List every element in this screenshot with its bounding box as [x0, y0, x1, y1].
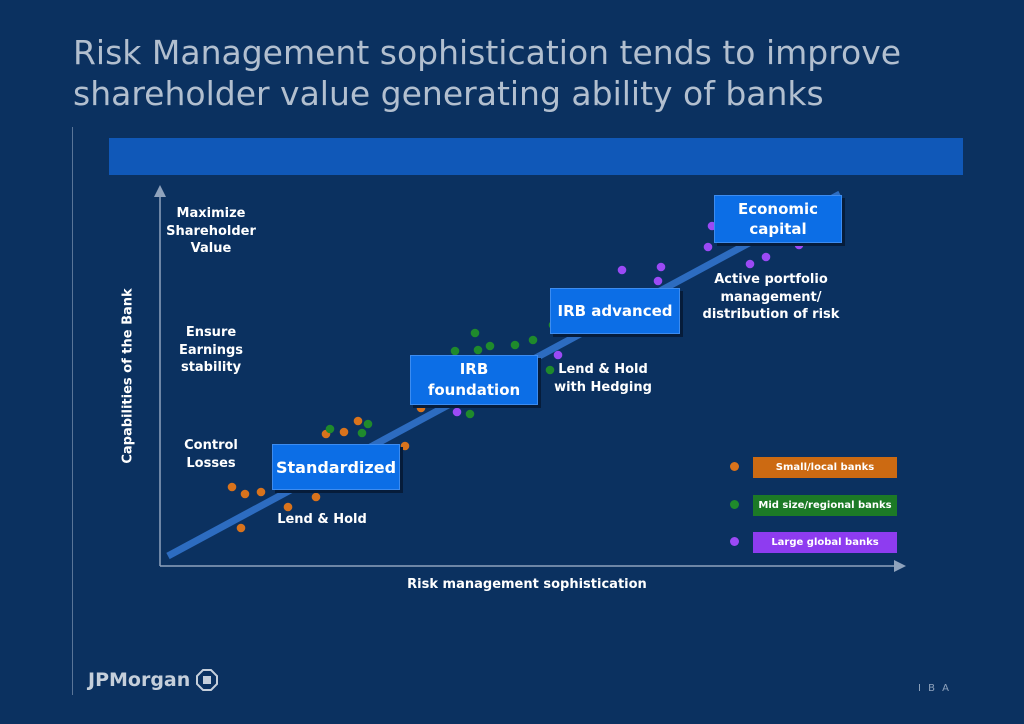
slide-title: Risk Management sophistication tends to …: [73, 32, 973, 114]
mid-bank-dot: [325, 424, 335, 434]
legend-dot-mid-banks: [730, 500, 739, 509]
large-bank-dot: [653, 276, 663, 286]
small-bank-dot: [283, 502, 293, 512]
stage-label: Economic: [737, 200, 819, 218]
small-bank-dot: [227, 482, 237, 492]
strategy-text: management/: [720, 289, 822, 305]
level-text: Control: [184, 438, 238, 453]
strategy-text: Lend & Hold: [558, 362, 648, 377]
legend-item-small-banks: Small/local banks: [753, 457, 897, 478]
small-bank-dot: [256, 487, 266, 497]
strategy-lend-hold-hedging: Lend & Hold with Hedging: [548, 361, 658, 396]
strategy-active-portfolio: Active portfolio management/ distributio…: [700, 271, 842, 324]
stage-label: capital: [749, 220, 807, 238]
large-bank-dot: [553, 350, 563, 360]
mid-bank-dot: [485, 341, 495, 351]
level-text: Value: [190, 241, 232, 256]
large-bank-dot: [745, 259, 755, 269]
stage-standardized: Standardized: [272, 444, 400, 490]
stage-economic-capital: Economic capital: [714, 195, 842, 243]
small-bank-dot: [416, 403, 426, 413]
small-bank-dot: [236, 523, 246, 533]
level-maximize-value: Maximize Shareholder Value: [160, 205, 262, 258]
mid-bank-dot: [473, 345, 483, 355]
jpmorgan-octagon-icon: [196, 669, 219, 691]
level-text: Losses: [186, 455, 236, 471]
large-bank-dot: [703, 242, 713, 252]
jpmorgan-logo: JPMorgan: [88, 669, 219, 691]
y-axis-label: Capabilities of the Bank: [120, 288, 136, 464]
small-bank-dot: [353, 416, 363, 426]
mid-bank-dot: [465, 409, 475, 419]
level-text: Earnings: [178, 342, 244, 358]
small-bank-dot: [311, 492, 321, 502]
strategy-lend-hold: Lend & Hold: [272, 511, 372, 529]
left-divider: [72, 127, 73, 695]
mid-bank-dot: [510, 340, 520, 350]
legend-dot-large-banks: [730, 537, 739, 546]
level-text: Maximize: [176, 206, 246, 221]
large-bank-dot: [452, 407, 462, 417]
title-line-1: Risk Management sophistication tends to …: [73, 33, 902, 72]
title-line-2: shareholder value generating ability of …: [73, 74, 824, 113]
mid-bank-dot: [450, 346, 460, 356]
strategy-text: Lend & Hold: [277, 512, 367, 527]
small-bank-dot: [240, 489, 250, 499]
strategy-text: distribution of risk: [702, 307, 840, 322]
strategy-text: Active portfolio: [714, 272, 828, 287]
legend-label: Large global banks: [771, 537, 879, 548]
stage-irb-foundation: IRB foundation: [410, 355, 538, 405]
level-text: stability: [180, 360, 242, 375]
header-banner: [109, 138, 963, 175]
strategy-text: with Hedging: [554, 379, 652, 395]
level-text: Shareholder: [166, 223, 256, 239]
stage-label: Standardized: [275, 457, 397, 477]
mid-bank-dot: [363, 419, 373, 429]
small-bank-dot: [339, 427, 349, 437]
mid-bank-dot: [357, 428, 367, 438]
large-bank-dot: [656, 262, 666, 272]
mid-bank-dot: [528, 335, 538, 345]
mid-bank-dot: [545, 365, 555, 375]
legend-label: Mid size/regional banks: [758, 500, 892, 511]
logo-text: JPMorgan: [88, 669, 191, 691]
stage-label: IRB advanced: [557, 302, 673, 320]
x-axis-label: Risk management sophistication: [407, 577, 647, 592]
legend-item-mid-banks: Mid size/regional banks: [753, 495, 897, 516]
legend-label: Small/local banks: [775, 462, 875, 473]
stage-label: foundation: [427, 381, 521, 399]
level-text: Ensure: [185, 325, 237, 340]
stage-label: IRB: [459, 360, 489, 378]
footer-code: I B A: [918, 683, 952, 694]
level-earnings-stability: Ensure Earnings stability: [160, 324, 262, 377]
legend-dot-small-banks: [730, 462, 739, 471]
stage-irb-advanced: IRB advanced: [550, 288, 680, 334]
large-bank-dot: [761, 252, 771, 262]
mid-bank-dot: [470, 328, 480, 338]
level-control-losses: Control Losses: [160, 437, 262, 472]
small-bank-dot: [400, 441, 410, 451]
large-bank-dot: [617, 265, 627, 275]
legend-item-large-banks: Large global banks: [753, 532, 897, 553]
